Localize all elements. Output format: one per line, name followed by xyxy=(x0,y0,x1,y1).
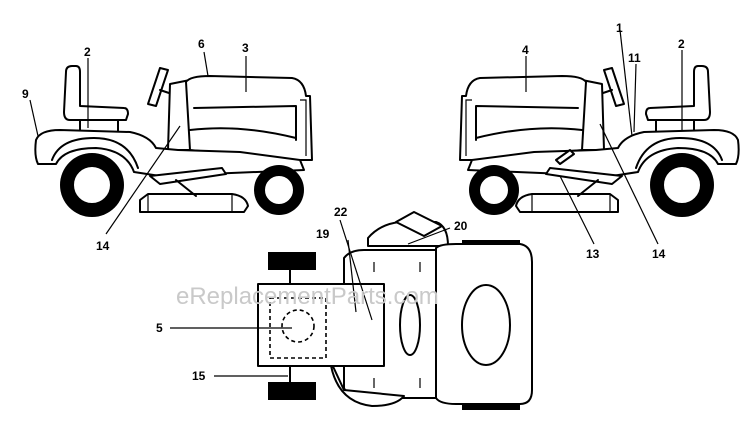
callout-11: 11 xyxy=(628,51,641,65)
callout-4: 4 xyxy=(522,43,529,57)
right-seat xyxy=(645,65,711,121)
callout-5: 5 xyxy=(156,321,163,335)
watermark: eReplacementParts.com xyxy=(176,283,439,310)
right-chassis xyxy=(467,129,740,177)
right-steering-wheel xyxy=(603,67,625,107)
left-seat xyxy=(63,65,129,121)
top-rear-tire-upper xyxy=(268,252,316,270)
right-mower-deck xyxy=(515,193,619,213)
callout-15: 15 xyxy=(192,369,206,383)
top-decal-area xyxy=(269,297,327,359)
callout-14-right: 14 xyxy=(652,247,666,261)
callout-22: 22 xyxy=(334,205,348,219)
callout-13: 13 xyxy=(586,247,600,261)
callout-3: 3 xyxy=(242,41,249,55)
left-chassis xyxy=(34,129,305,177)
top-rear-tire-lower xyxy=(268,382,316,400)
right-leader-lines xyxy=(525,29,683,245)
left-hood xyxy=(185,75,313,161)
callout-2-right: 2 xyxy=(678,37,685,51)
callout-19: 19 xyxy=(316,227,330,241)
callout-2-left: 2 xyxy=(84,45,91,59)
callout-20: 20 xyxy=(454,219,468,233)
right-side-view-tractor xyxy=(459,65,740,217)
top-view-tractor xyxy=(170,211,533,410)
callout-6: 6 xyxy=(198,37,205,51)
left-steering-wheel xyxy=(147,67,169,107)
right-hood xyxy=(459,75,587,161)
callout-labels: 9 2 6 3 14 4 1 11 2 13 14 22 20 19 5 15 xyxy=(22,21,685,383)
left-side-view-tractor xyxy=(29,51,313,235)
top-front-tire-lower xyxy=(462,402,520,410)
callout-14-left: 14 xyxy=(96,239,110,253)
callout-9: 9 xyxy=(22,87,29,101)
callout-1: 1 xyxy=(616,21,623,35)
